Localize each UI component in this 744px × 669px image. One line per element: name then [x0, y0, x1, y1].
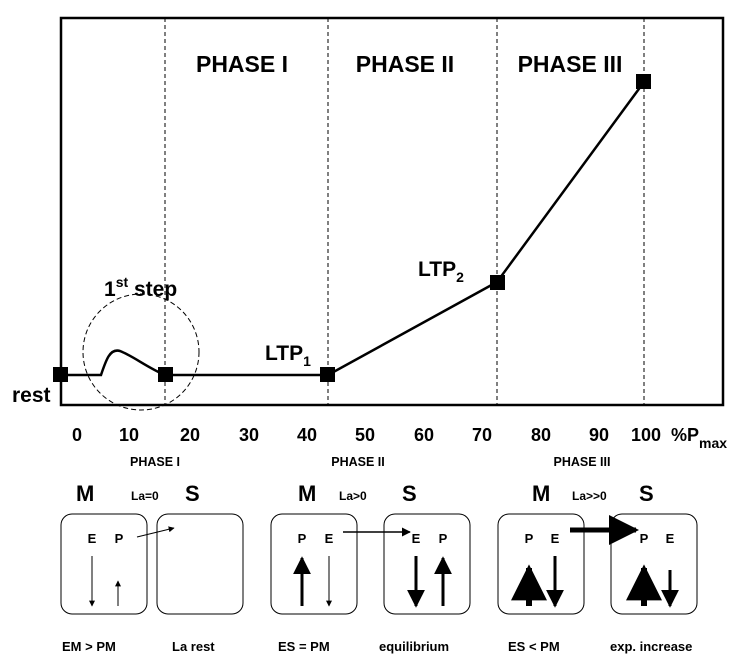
efflux-arrow	[136, 526, 175, 538]
plot-frame	[59, 16, 725, 407]
caption-left: ES = PM	[278, 639, 330, 654]
x-tick: 100	[631, 425, 661, 445]
panel-phase-2: M La>0 S P E E P ES = PM equilibrium	[270, 481, 471, 654]
x-tick: 40	[297, 425, 317, 445]
panel-phase-1: M La=0 S E P EM > PM La rest	[60, 481, 244, 654]
la-label: La>>0	[572, 489, 607, 503]
caption-right: La rest	[172, 639, 215, 654]
lactate-curve	[61, 81, 646, 377]
caption-right: exp. increase	[610, 639, 692, 654]
la-label: La=0	[131, 489, 159, 503]
ltp1-main: LTP	[265, 342, 303, 365]
x-axis-unit: %Pmax	[671, 425, 727, 451]
ltp2-label: LTP2	[418, 258, 464, 285]
x-tick: 60	[414, 425, 434, 445]
s-label: S	[185, 481, 200, 506]
x-axis-ticks: 0 10 20 30 40 50 60 70 80 90 100	[72, 425, 661, 445]
x-unit-sub: max	[699, 435, 727, 451]
curve-marker	[158, 367, 173, 382]
box-letter: P	[439, 531, 448, 546]
box-letter: P	[525, 531, 534, 546]
x-tick: 50	[355, 425, 375, 445]
s-label: S	[402, 481, 417, 506]
x-tick: 90	[589, 425, 609, 445]
phase-title-2: PHASE II	[356, 51, 454, 77]
muscle-box	[270, 513, 358, 615]
x-tick: 70	[472, 425, 492, 445]
box-letter: E	[666, 531, 675, 546]
la-label: La>0	[339, 489, 367, 503]
ltp2-sub: 2	[456, 269, 464, 285]
x-unit-main: %P	[671, 425, 699, 445]
phase-title-3: PHASE III	[518, 51, 623, 77]
m-label: M	[532, 481, 550, 506]
first-step-circle	[82, 293, 200, 411]
curve-marker	[320, 367, 335, 382]
first-step-sup: st	[116, 274, 129, 290]
x-tick: 80	[531, 425, 551, 445]
box-letter: P	[115, 531, 124, 546]
panel-phase-3: M La>>0 S P E P E ES < PM exp. increase	[497, 481, 698, 654]
curve-marker	[53, 367, 68, 382]
x-tick: 10	[119, 425, 139, 445]
m-label: M	[76, 481, 94, 506]
curve-marker	[490, 275, 505, 290]
first-step-suffix: step	[128, 278, 177, 301]
ltp1-sub: 1	[303, 353, 311, 369]
lower-phase-label-3: PHASE III	[554, 455, 611, 469]
blood-box	[383, 513, 471, 615]
blood-box	[610, 513, 698, 615]
box-letter: P	[298, 531, 307, 546]
curve-markers	[53, 74, 651, 382]
box-letter: P	[640, 531, 649, 546]
phase-title-1: PHASE I	[196, 51, 288, 77]
rest-label: rest	[12, 384, 51, 407]
lower-phase-label-2: PHASE II	[331, 455, 385, 469]
box-letter: E	[325, 531, 334, 546]
box-letter: E	[412, 531, 421, 546]
caption-left: EM > PM	[62, 639, 116, 654]
ltp1-label: LTP1	[265, 342, 311, 369]
s-label: S	[639, 481, 654, 506]
box-letter: E	[551, 531, 560, 546]
muscle-box	[60, 513, 148, 615]
curve-marker	[636, 74, 651, 89]
first-step-label: 1st step	[104, 274, 177, 301]
caption-left: ES < PM	[508, 639, 560, 654]
m-label: M	[298, 481, 316, 506]
lower-phase-label-1: PHASE I	[130, 455, 180, 469]
x-tick: 30	[239, 425, 259, 445]
x-tick: 20	[180, 425, 200, 445]
x-tick: 0	[72, 425, 82, 445]
box-letter: E	[88, 531, 97, 546]
caption-right: equilibrium	[379, 639, 449, 654]
blood-box	[156, 513, 244, 615]
ltp2-main: LTP	[418, 258, 456, 281]
first-step-prefix: 1	[104, 278, 116, 301]
muscle-box	[497, 513, 585, 615]
